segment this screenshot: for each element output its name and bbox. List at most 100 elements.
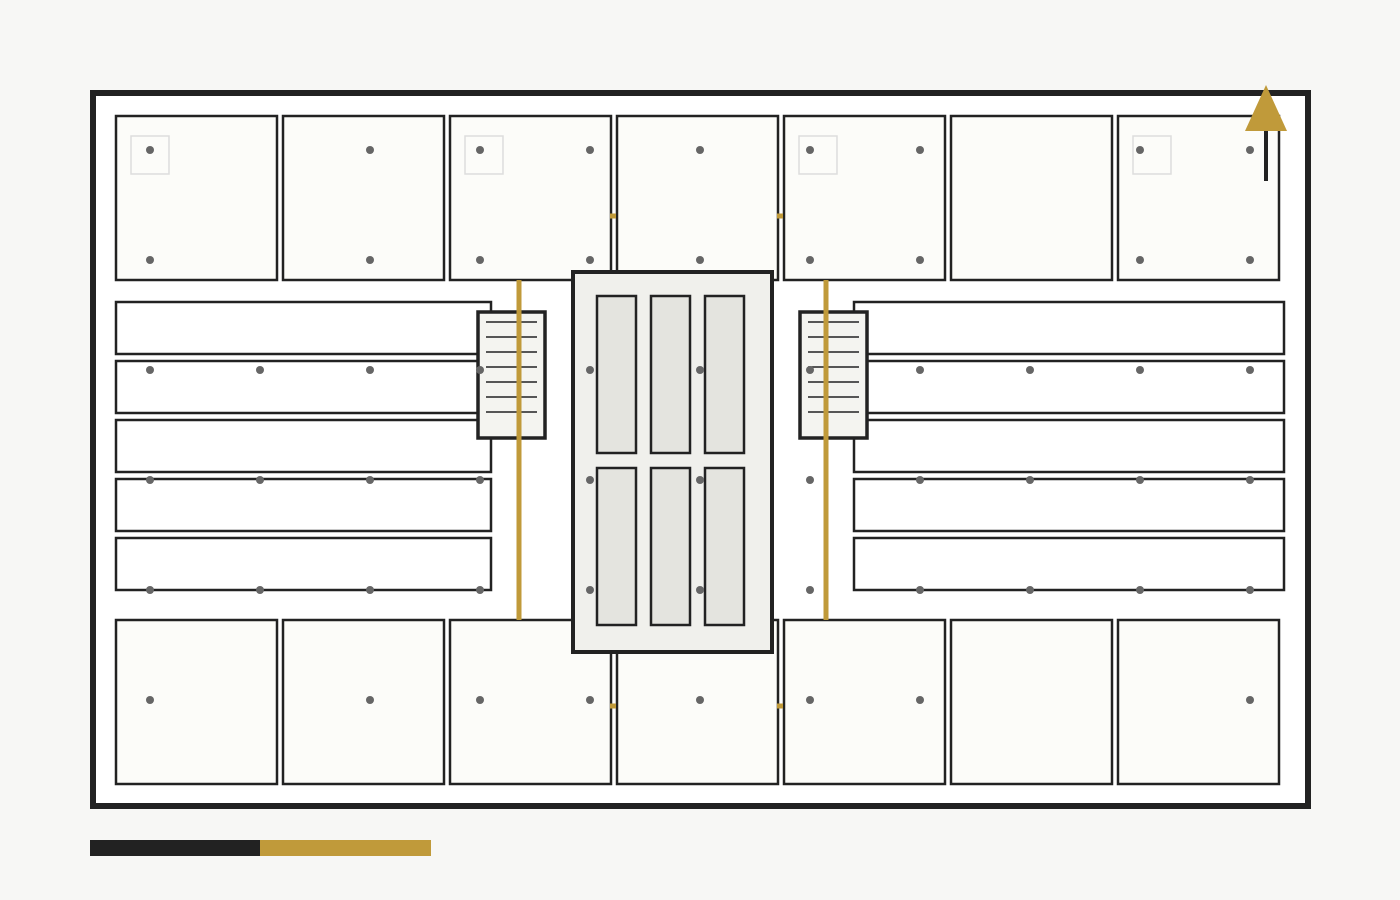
column-dot [586, 366, 594, 374]
column-dot [696, 696, 704, 704]
scale-bar-segment-accent [260, 840, 431, 856]
column-dot [916, 476, 924, 484]
top-room-2 [281, 114, 446, 282]
column-dot [476, 476, 484, 484]
column-dot [256, 586, 264, 594]
top-room-6 [949, 114, 1114, 282]
column-dot [586, 256, 594, 264]
column-dot [696, 256, 704, 264]
column-dot [1136, 586, 1144, 594]
top-room-1 [114, 114, 279, 282]
column-dot [806, 146, 814, 154]
left-strip-1 [114, 300, 493, 356]
column-dot [1026, 586, 1034, 594]
left-strip-2 [114, 359, 493, 415]
service-risers [516, 213, 829, 709]
column-dot [146, 366, 154, 374]
bottom-room-6 [949, 618, 1114, 786]
lift-6 [703, 466, 746, 627]
column-dot [1136, 366, 1144, 374]
north-arrow-icon [1245, 85, 1287, 181]
lift-3 [703, 294, 746, 455]
column-dot [916, 366, 924, 374]
column-dot [1246, 146, 1254, 154]
column-dot [476, 696, 484, 704]
right-strip-5 [852, 536, 1286, 592]
column-dot [1246, 476, 1254, 484]
column-dot [1246, 256, 1254, 264]
left-strip-5 [114, 536, 493, 592]
column-dot [366, 696, 374, 704]
desk-icon [130, 135, 170, 175]
column-dot [1136, 146, 1144, 154]
column-dot [586, 696, 594, 704]
column-dot [1246, 366, 1254, 374]
lift-2 [649, 294, 692, 455]
column-dot [1246, 696, 1254, 704]
column-dot [476, 586, 484, 594]
column-dot [1136, 476, 1144, 484]
right-strip-3 [852, 418, 1286, 474]
lift-1 [595, 294, 638, 455]
column-dot [366, 476, 374, 484]
column-dot [806, 586, 814, 594]
desk-icon [798, 135, 838, 175]
column-dot [586, 586, 594, 594]
column-dot [146, 696, 154, 704]
column-dot [476, 366, 484, 374]
column-dot [806, 256, 814, 264]
column-dot [1026, 476, 1034, 484]
column-dot [586, 476, 594, 484]
column-dot [366, 146, 374, 154]
bottom-room-2 [281, 618, 446, 786]
stairwells [476, 310, 869, 440]
column-dot [586, 146, 594, 154]
column-dot [696, 476, 704, 484]
scale-bar-segment-dark [90, 840, 260, 856]
column-dot [1136, 256, 1144, 264]
right-strip-2 [852, 359, 1286, 415]
scale-bar [90, 840, 431, 856]
stairwell-2 [798, 310, 869, 440]
column-dot [366, 366, 374, 374]
column-dot [1246, 586, 1254, 594]
column-dot [146, 256, 154, 264]
column-dot [366, 586, 374, 594]
bottom-room-7 [1116, 618, 1281, 786]
column-dot [696, 146, 704, 154]
top-room-4 [615, 114, 780, 282]
column-dot [146, 476, 154, 484]
column-dot [256, 476, 264, 484]
north-arrow-head [1245, 85, 1287, 131]
lift-5 [649, 466, 692, 627]
desk-icon [464, 135, 504, 175]
column-dot [1026, 366, 1034, 374]
structural-columns [146, 146, 1254, 704]
top-room-3 [448, 114, 613, 282]
right-strip-4 [852, 477, 1286, 533]
column-dot [146, 146, 154, 154]
column-dot [916, 696, 924, 704]
top-room-row [114, 114, 1281, 282]
column-dot [916, 146, 924, 154]
column-dot [476, 256, 484, 264]
desk-icon [1132, 135, 1172, 175]
right-office-strips [852, 300, 1286, 592]
right-strip-1 [852, 300, 1286, 356]
column-dot [696, 366, 704, 374]
left-strip-4 [114, 477, 493, 533]
left-office-strips [114, 300, 493, 592]
lift-4 [595, 466, 638, 627]
column-dot [916, 256, 924, 264]
column-dot [696, 586, 704, 594]
stairwell-1 [476, 310, 547, 440]
top-room-5 [782, 114, 947, 282]
column-dot [916, 586, 924, 594]
column-dot [806, 476, 814, 484]
top-room-7 [1116, 114, 1281, 282]
column-dot [806, 366, 814, 374]
column-dot [256, 366, 264, 374]
column-dot [146, 586, 154, 594]
column-dot [476, 146, 484, 154]
